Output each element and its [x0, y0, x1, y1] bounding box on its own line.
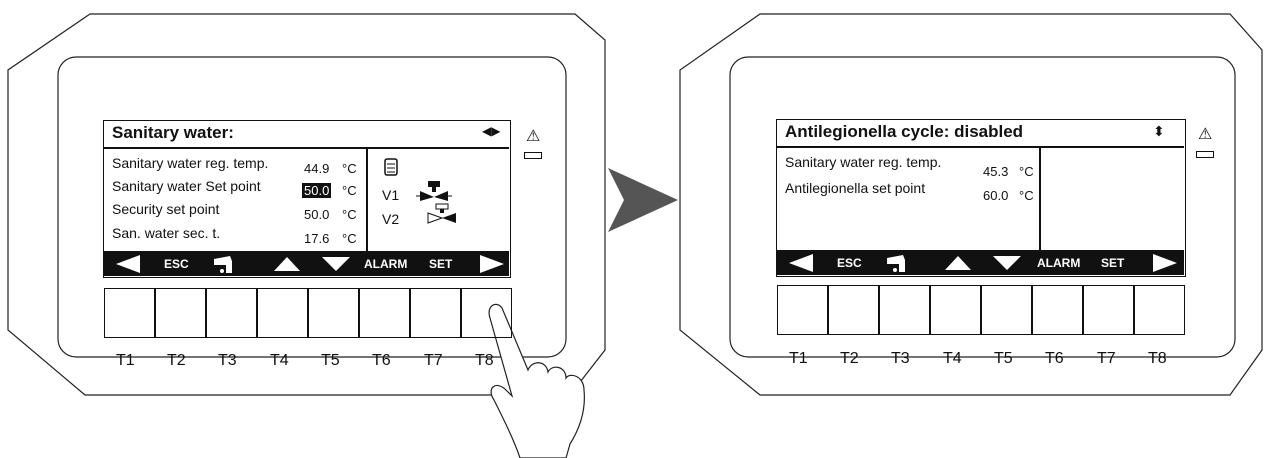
key-t5[interactable]: [308, 288, 359, 338]
key-t1[interactable]: [104, 288, 155, 338]
left-column-divider: [366, 148, 368, 251]
key-t4[interactable]: [257, 288, 308, 338]
left-row-label: San. water sec. t.: [112, 225, 221, 241]
selected-value-field[interactable]: 50.0: [302, 183, 332, 198]
tap-icon: [214, 256, 232, 273]
up-arrow-icon: [274, 257, 300, 271]
function-bar: ESC ALARM SET: [777, 250, 1184, 275]
key-label: T4: [270, 352, 289, 369]
right-row-label: Antilegionella set point: [785, 180, 926, 196]
warning-icon: ⚠: [526, 128, 541, 145]
key-label: T5: [321, 352, 340, 369]
right-arrow-icon: [1153, 254, 1177, 272]
nav-left-right-icon: ◀▶: [482, 124, 501, 138]
right-lcd-title: Antilegionella cycle: disabled: [785, 122, 1024, 141]
key-t8[interactable]: [461, 288, 512, 338]
key-label: T6: [372, 352, 391, 369]
status-led: [524, 152, 542, 159]
left-arrow-icon: [789, 254, 813, 272]
valve-icon: [416, 181, 452, 201]
right-row-unit: °C: [1019, 188, 1034, 203]
left-row-unit: °C: [342, 231, 357, 246]
left-row-label: Sanitary water reg. temp.: [112, 155, 269, 171]
left-row-unit: °C: [342, 183, 357, 198]
left-row-label: Security set point: [112, 201, 220, 217]
left-row-unit: °C: [342, 207, 357, 222]
left-keypad: [104, 288, 513, 338]
right-arrow-icon: [480, 255, 504, 273]
down-arrow-icon: [322, 257, 350, 271]
key-t3[interactable]: [206, 288, 257, 338]
right-column-divider: [1039, 147, 1041, 250]
valve-icon: [427, 203, 456, 224]
alarm-label: ALARM: [364, 257, 408, 271]
function-bar: ESC ALARM SET: [104, 251, 509, 276]
right-row-value: 45.3: [983, 164, 1009, 179]
left-row-label: Sanitary water Set point: [112, 178, 261, 194]
esc-label: ESC: [164, 257, 189, 271]
right-device-frame: [729, 56, 1236, 358]
tap-icon: [887, 255, 905, 272]
key-t3[interactable]: [879, 285, 930, 335]
right-row-unit: °C: [1019, 164, 1034, 179]
key-label: T3: [891, 350, 910, 367]
key-t7[interactable]: [1083, 285, 1134, 335]
key-label: T1: [116, 352, 135, 369]
alarm-label: ALARM: [1037, 256, 1081, 270]
key-t2[interactable]: [828, 285, 879, 335]
left-lcd-title: Sanitary water:: [112, 123, 234, 142]
key-t8[interactable]: [1134, 285, 1185, 335]
left-row-value: 50.0: [304, 207, 330, 222]
key-label: T1: [789, 350, 808, 367]
key-label: T4: [943, 350, 962, 367]
key-t2[interactable]: [155, 288, 206, 338]
valve-label: V1: [382, 187, 400, 203]
right-row-label: Sanitary water reg. temp.: [785, 154, 942, 170]
right-device-body: [679, 13, 1263, 396]
up-arrow-icon: [945, 256, 971, 270]
key-label: T8: [1148, 350, 1167, 367]
left-row-value: 44.9: [304, 161, 330, 176]
right-lcd: Antilegionella cycle: disabled ⬍ Sanitar…: [776, 119, 1186, 277]
left-lcd: Sanitary water: ◀▶ Sanitary water reg. t…: [103, 120, 511, 278]
key-label: T7: [424, 352, 443, 369]
key-t4[interactable]: [930, 285, 981, 335]
key-label: T7: [1097, 350, 1116, 367]
key-t7[interactable]: [410, 288, 461, 338]
key-label: T6: [1045, 350, 1064, 367]
status-led: [1196, 151, 1214, 158]
key-label: T3: [218, 352, 237, 369]
key-label: T2: [840, 350, 859, 367]
boiler-icon: [384, 158, 398, 176]
set-label: SET: [429, 257, 453, 271]
right-title-divider: [777, 146, 1184, 148]
left-arrow-icon: [116, 255, 140, 273]
esc-label: ESC: [837, 256, 862, 270]
right-row-value: 60.0: [983, 188, 1009, 203]
warning-icon: ⚠: [1198, 126, 1213, 143]
key-t6[interactable]: [1032, 285, 1083, 335]
key-label: T8: [475, 352, 494, 369]
down-arrow-icon: [993, 256, 1021, 270]
key-t6[interactable]: [359, 288, 410, 338]
left-title-divider: [104, 147, 509, 149]
nav-up-down-icon: ⬍: [1153, 123, 1165, 139]
left-device-frame: [57, 56, 567, 358]
left-row-value: 17.6: [304, 231, 330, 246]
transition-arrow-icon: [608, 168, 678, 232]
set-label: SET: [1101, 256, 1125, 270]
pressing-hand-icon: [488, 303, 585, 458]
key-t1[interactable]: [777, 285, 828, 335]
right-keypad: [777, 285, 1187, 335]
key-label: T2: [167, 352, 186, 369]
key-t5[interactable]: [981, 285, 1032, 335]
valve-label: V2: [382, 211, 400, 227]
key-label: T5: [994, 350, 1013, 367]
left-row-unit: °C: [342, 161, 357, 176]
